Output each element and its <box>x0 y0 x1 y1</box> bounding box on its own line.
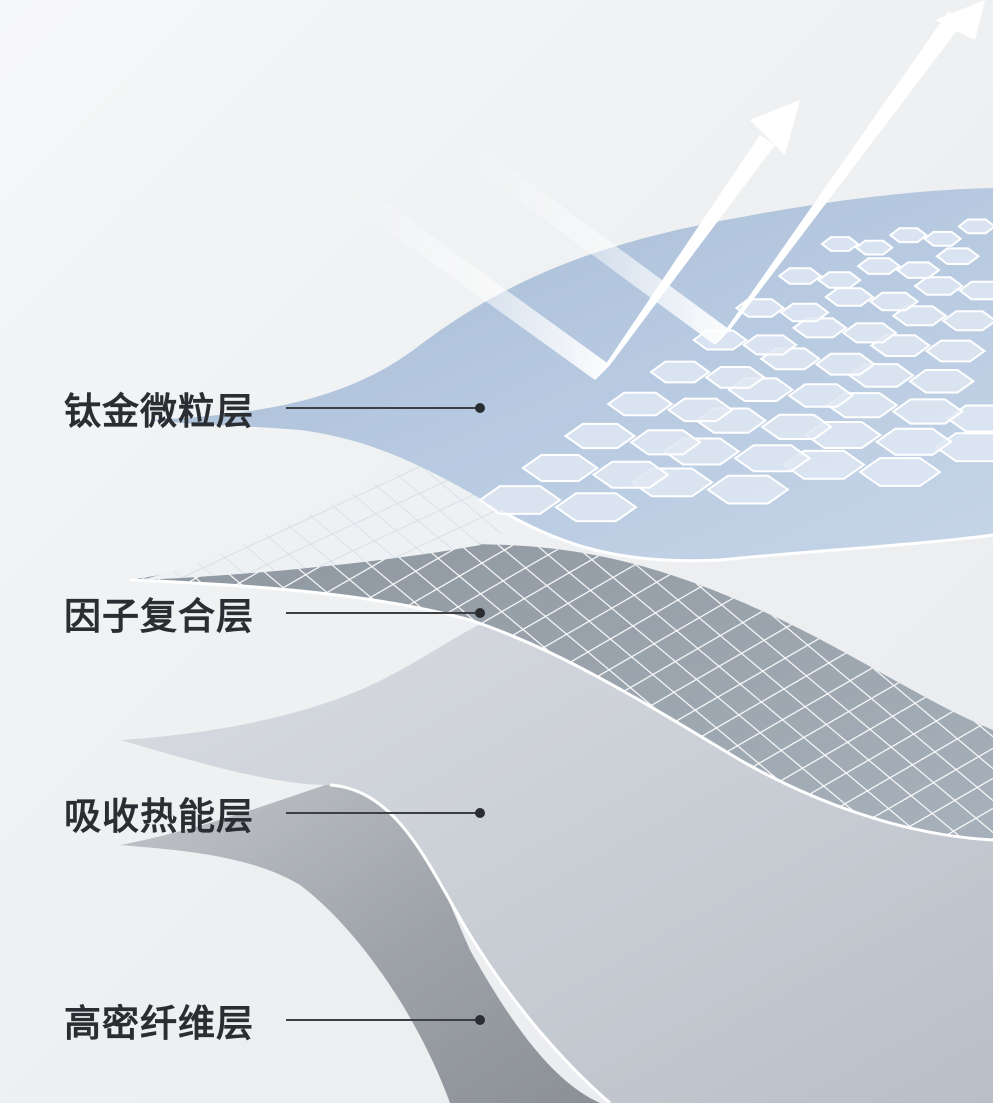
hexagon-particle-icon <box>814 352 877 376</box>
absorb-layer-edge <box>329 783 611 1103</box>
hexagon-particle-icon <box>606 391 674 417</box>
callout-titanium: 钛金微粒层 <box>64 378 485 438</box>
layer-label-fiber: 高密纤维层 <box>64 1002 254 1045</box>
hexagon-particle-icon <box>941 310 993 332</box>
hexagon-particle-icon <box>958 280 993 301</box>
callout-fiber: 高密纤维层 <box>64 990 485 1050</box>
hexagon-particle-icon <box>733 444 812 473</box>
hexagon-particle-icon <box>777 267 823 285</box>
hexagon-particle-icon <box>868 291 920 312</box>
hexagon-particle-icon <box>521 454 600 482</box>
hexagon-particle-icon <box>856 257 902 275</box>
leader-line <box>286 403 485 413</box>
titanium-layer-edge <box>499 508 993 563</box>
hexagon-particle-icon <box>820 236 860 252</box>
hexagon-particle-icon <box>888 227 929 244</box>
hexagon-particle-icon <box>649 360 711 384</box>
hexagon-particle-icon <box>841 322 898 344</box>
hexagon-particle-icon <box>891 398 965 425</box>
hexagon-particle-icon <box>824 287 875 307</box>
leader-line <box>286 1015 485 1025</box>
hexagon-particle-icon <box>704 366 766 389</box>
hexagon-particle-icon <box>779 302 830 323</box>
hexagon-particle-icon <box>858 457 942 487</box>
hexagon-particle-icon <box>554 492 638 523</box>
hexagon-particle-icon <box>629 429 702 456</box>
leader-dot <box>475 808 485 818</box>
hexagon-particle-icon <box>563 422 637 450</box>
hexagon-particle-icon <box>935 247 981 265</box>
hexagon-particle-icon <box>741 334 798 356</box>
reflection-arrow-icon <box>345 0 985 380</box>
leader-line <box>286 608 485 618</box>
hexagon-particle-icon <box>891 305 948 327</box>
factor-layer-edge <box>129 578 993 842</box>
hexagon-particle-icon <box>787 383 855 408</box>
hexagon-particle-icon <box>817 271 862 289</box>
callout-absorb: 吸收热能层 <box>64 783 485 843</box>
hexagon-particle-icon <box>913 276 964 296</box>
callout-factor: 因子复合层 <box>64 583 485 643</box>
hexagon-particle-icon <box>478 485 562 515</box>
hexagon-particle-icon <box>591 460 670 489</box>
hexagon-particle-icon <box>957 218 993 235</box>
leader-line <box>286 808 485 818</box>
hexagon-particle-icon <box>874 427 953 456</box>
white-mesh-grid <box>140 457 560 580</box>
hexagon-particle-icon <box>791 317 848 339</box>
layer-label-titanium: 钛金微粒层 <box>64 390 254 433</box>
hexagon-particle-icon <box>895 261 941 279</box>
layer-label-absorb: 吸收热能层 <box>64 795 254 838</box>
hexagon-particle-icon <box>760 413 833 440</box>
hexagon-particle-icon <box>854 239 894 256</box>
leader-dot <box>475 608 485 618</box>
hexagon-particle-icon <box>922 230 963 247</box>
leader-dot <box>475 403 485 413</box>
hexagon-particle-icon <box>666 397 734 423</box>
hexagon-particle-icon <box>924 339 987 363</box>
leader-dot <box>475 1015 485 1025</box>
layer-label-factor: 因子复合层 <box>64 595 254 638</box>
hexagon-particle-group <box>478 218 993 523</box>
hexagon-particle-icon <box>706 474 790 505</box>
hexagon-particle-icon <box>908 369 976 394</box>
